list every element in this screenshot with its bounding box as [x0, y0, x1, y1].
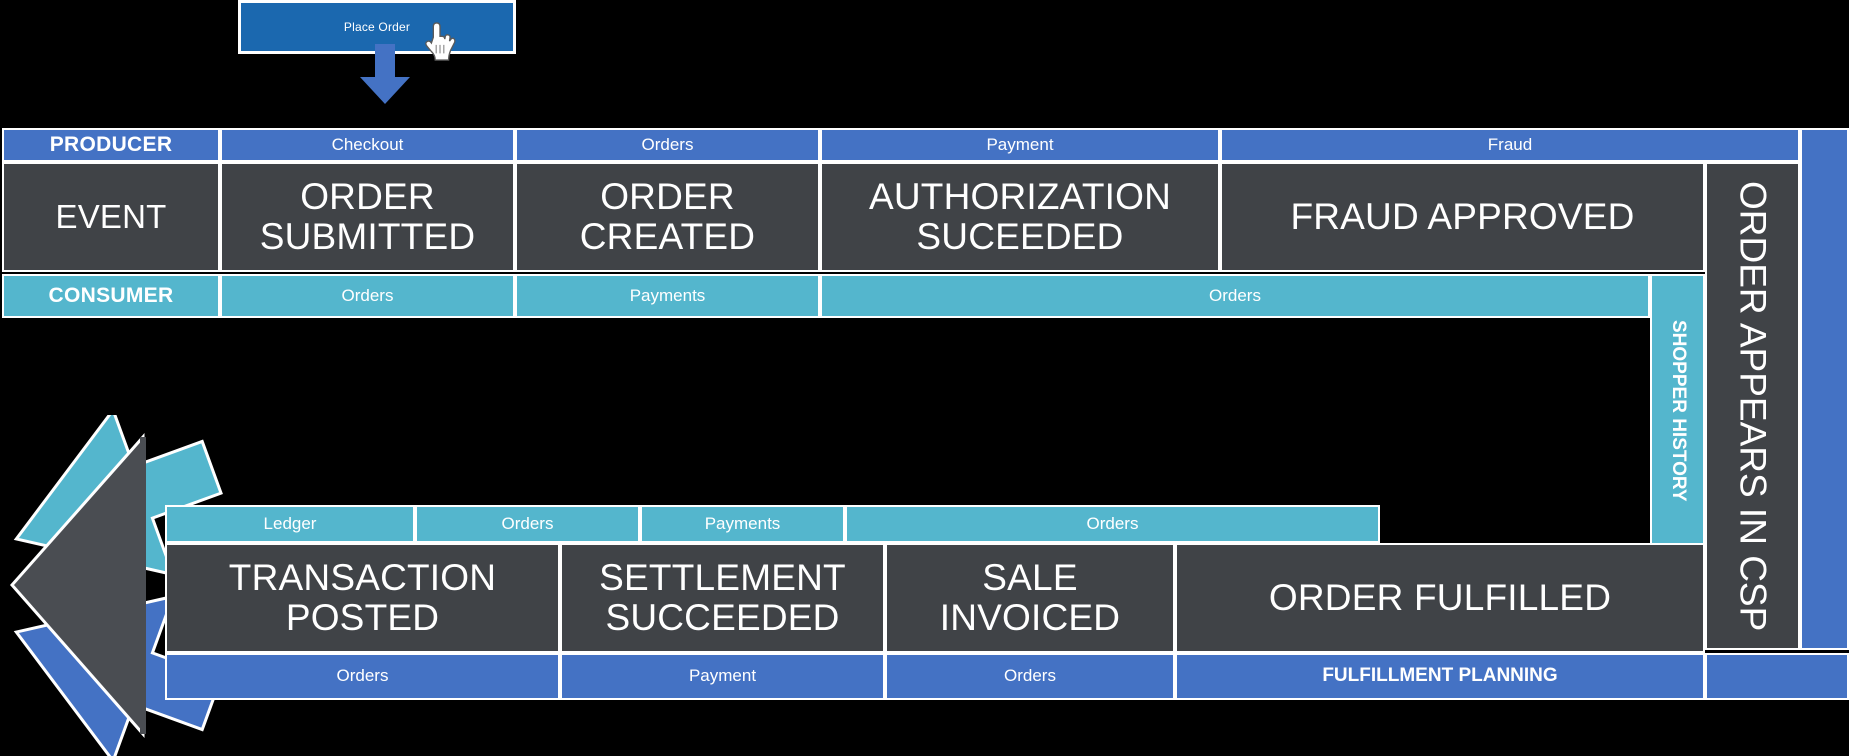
bottom-producer-orders-2[interactable]: Orders — [885, 653, 1175, 700]
top-producer-row-label: PRODUCER — [2, 128, 220, 162]
down-arrow-icon — [360, 44, 410, 104]
bottom-consumer-ledger[interactable]: Ledger — [165, 505, 415, 543]
bottom-producer-orders[interactable]: Orders — [165, 653, 560, 700]
top-event-order-submitted[interactable]: ORDER SUBMITTED — [220, 162, 515, 272]
order-appears-in-csp-box[interactable]: ORDER APPEARS IN CSP — [1705, 162, 1800, 650]
bottom-consumer-orders[interactable]: Orders — [415, 505, 640, 543]
top-consumer-row-label: CONSUMER — [2, 274, 220, 318]
left-arrow-group-icon — [9, 415, 223, 756]
top-producer-checkout[interactable]: Checkout — [220, 128, 515, 162]
bottom-event-transaction-posted[interactable]: TRANSACTION POSTED — [165, 543, 560, 653]
top-event-row-label: EVENT — [2, 162, 220, 272]
top-producer-orders[interactable]: Orders — [515, 128, 820, 162]
pointing-hand-cursor-icon — [425, 22, 456, 61]
shopper-history-label: SHOPPER HISTORY — [1667, 320, 1689, 502]
top-event-order-created[interactable]: ORDER CREATED — [515, 162, 820, 272]
top-event-fraud-approved[interactable]: FRAUD APPROVED — [1220, 162, 1705, 272]
right-blue-column — [1800, 128, 1849, 650]
top-event-authorization-suceeded[interactable]: AUTHORIZATION SUCEEDED — [820, 162, 1220, 272]
top-producer-fraud[interactable]: Fraud — [1220, 128, 1800, 162]
bottom-consumer-payments[interactable]: Payments — [640, 505, 845, 543]
bottom-producer-fulfillment-planning[interactable]: FULFILLMENT PLANNING — [1175, 653, 1705, 700]
bottom-producer-payment[interactable]: Payment — [560, 653, 885, 700]
top-consumer-orders[interactable]: Orders — [220, 274, 515, 318]
top-consumer-payments[interactable]: Payments — [515, 274, 820, 318]
bottom-event-sale-invoiced[interactable]: SALE INVOICED — [885, 543, 1175, 653]
bottom-event-settlement-succeeded[interactable]: SETTLEMENT SUCCEEDED — [560, 543, 885, 653]
shopper-history-box[interactable]: SHOPPER HISTORY — [1650, 274, 1705, 548]
top-producer-payment[interactable]: Payment — [820, 128, 1220, 162]
place-order-label: Place Order — [343, 20, 411, 34]
top-consumer-orders-wide[interactable]: Orders — [820, 274, 1650, 318]
place-order-area: Place Order — [238, 0, 516, 61]
bottom-producer-trailing — [1705, 653, 1849, 700]
order-appears-in-csp-label: ORDER APPEARS IN CSP — [1732, 180, 1774, 632]
bottom-event-order-fulfilled[interactable]: ORDER FULFILLED — [1175, 543, 1705, 653]
bottom-consumer-orders-wide[interactable]: Orders — [845, 505, 1380, 543]
